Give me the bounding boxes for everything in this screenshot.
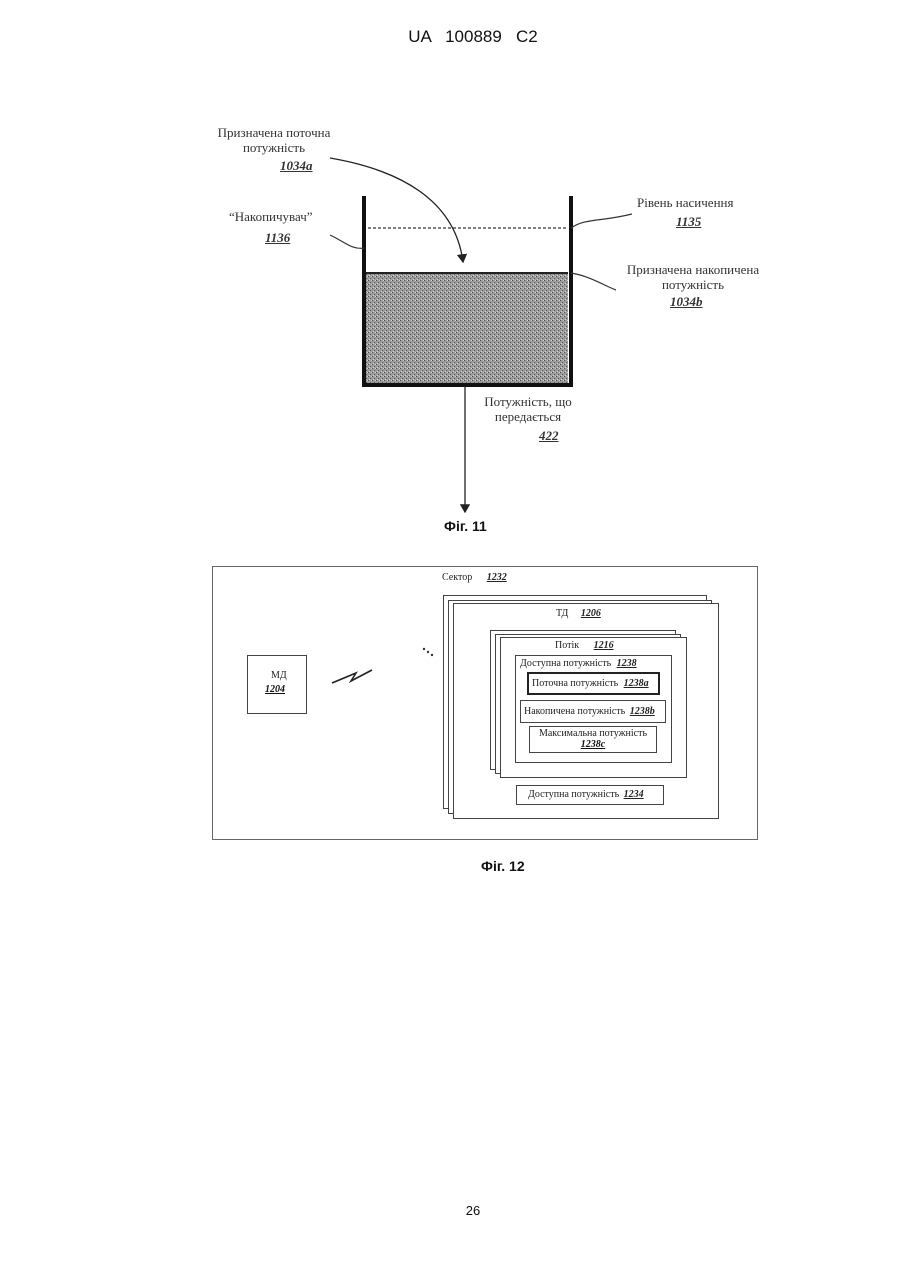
available-power-flow-label: Доступна потужність 1238 xyxy=(520,658,637,669)
ellipsis-dot xyxy=(427,651,429,653)
saturation-ref: 1135 xyxy=(676,214,701,229)
maximum-power-label: Максимальна потужність xyxy=(530,728,656,739)
assigned-accumulated-ref: 1034b xyxy=(670,294,703,309)
accumulator-label: “Накопичувач” xyxy=(229,209,313,224)
accumulator-ref: 1136 xyxy=(265,230,290,245)
wireless-link-icon xyxy=(332,670,372,683)
accumulated-power-box: Накопичена потужність 1238b xyxy=(520,700,666,723)
flow-label: Потік 1216 xyxy=(555,640,614,651)
current-power-ref: 1238a xyxy=(624,678,649,689)
transmitted-label: Потужність, що передається xyxy=(476,394,580,424)
available-power-td-ref: 1234 xyxy=(624,789,644,800)
available-power-td-label: Доступна потужність 1234 xyxy=(528,789,644,800)
td-ref: 1206 xyxy=(581,608,601,619)
current-power-label: Поточна потужність 1238a xyxy=(532,678,649,689)
accumulated-power-fill xyxy=(366,273,568,383)
ellipsis-dot xyxy=(423,648,425,650)
fig12-caption: Фіг. 12 xyxy=(481,858,525,874)
assigned-current-arrow xyxy=(330,158,463,262)
available-power-td-box: Доступна потужність 1234 xyxy=(516,785,664,805)
maximum-power-ref: 1238c xyxy=(530,739,656,750)
td-label: ТД 1206 xyxy=(556,608,601,619)
flow-ref: 1216 xyxy=(594,640,614,651)
accumulated-power-ref: 1238b xyxy=(630,706,655,717)
assigned-accumulated-label: Призначена накопичена потужність xyxy=(617,262,769,292)
transmitted-ref: 422 xyxy=(539,428,559,443)
saturation-label: Рівень насичення xyxy=(637,195,733,210)
fig11-caption: Фіг. 11 xyxy=(444,518,487,534)
maximum-power-box: Максимальна потужність 1238c xyxy=(529,726,657,753)
assigned-current-ref: 1034a xyxy=(280,158,313,173)
current-power-box: Поточна потужність 1238a xyxy=(527,672,660,695)
accumulated-power-label: Накопичена потужність 1238b xyxy=(524,706,655,717)
assigned-current-label: Призначена поточна потужність xyxy=(208,125,340,155)
ellipsis-dot xyxy=(431,654,433,656)
available-power-flow-ref: 1238 xyxy=(617,658,637,669)
page-number: 26 xyxy=(0,1203,901,1218)
